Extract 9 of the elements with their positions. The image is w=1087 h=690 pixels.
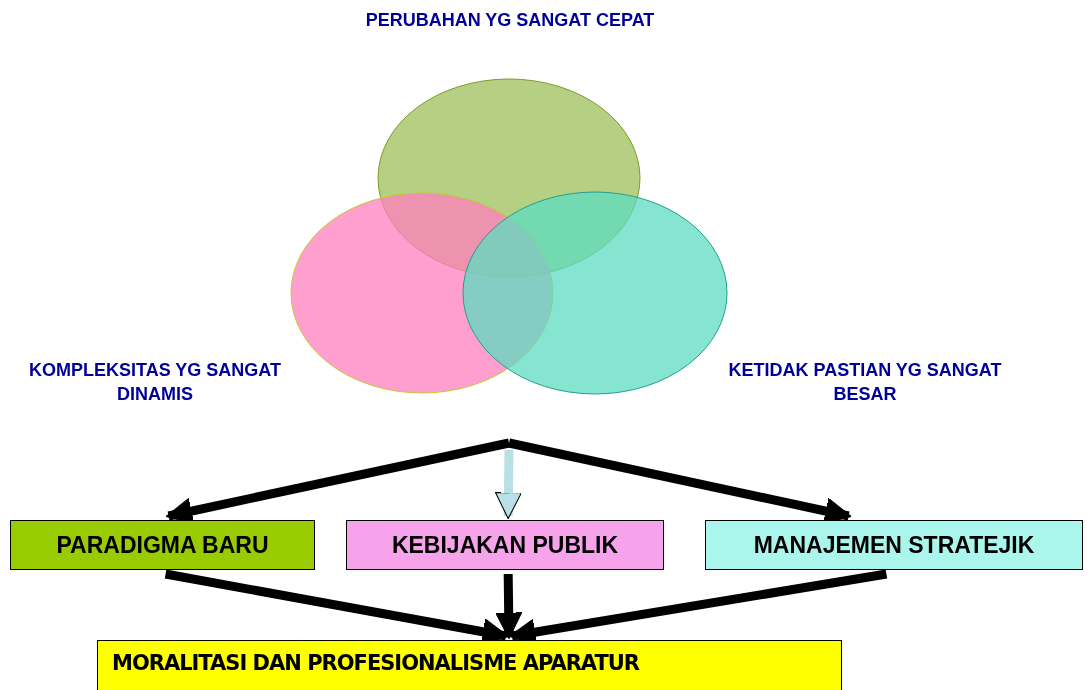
process-box: MORALITASI DAN PROFESIONALISME APARATUR [97, 640, 842, 690]
process-box: PARADIGMA BARU [10, 520, 315, 570]
arrow [494, 449, 522, 520]
node-label: PERUBAHAN YG SANGAT CEPAT [364, 9, 656, 32]
node-label: KETIDAK PASTIAN YG SANGAT BESAR [727, 359, 1003, 406]
ellipse [462, 191, 728, 395]
process-box: MANAJEMEN STRATEJIK [705, 520, 1083, 570]
process-box: KEBIJAKAN PUBLIK [346, 520, 664, 570]
node-label: KOMPLEKSITAS YG SANGAT DINAMIS [28, 359, 282, 406]
